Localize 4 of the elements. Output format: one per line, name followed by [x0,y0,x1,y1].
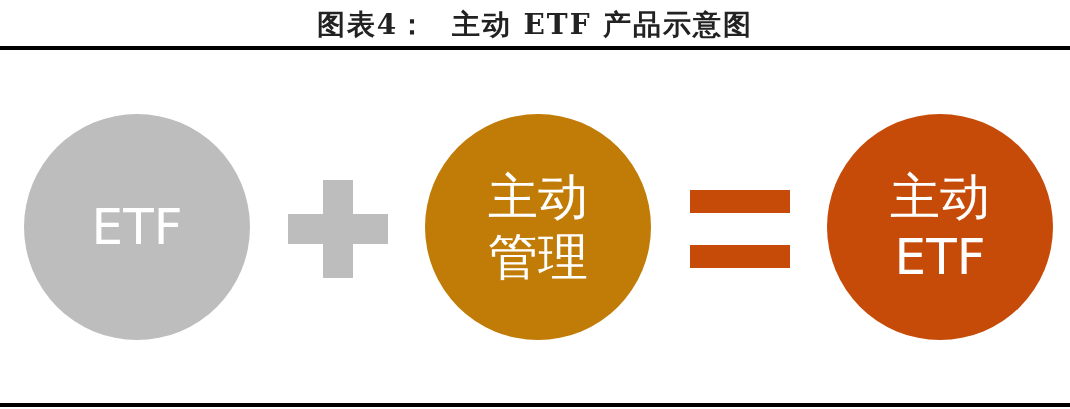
node-label: 主动ETF [889,167,991,287]
figure-title: 图表4： 主动 ETF 产品示意图 [316,7,754,43]
node-label: 主动管理 [487,167,589,287]
node-label: ETF [90,197,184,257]
